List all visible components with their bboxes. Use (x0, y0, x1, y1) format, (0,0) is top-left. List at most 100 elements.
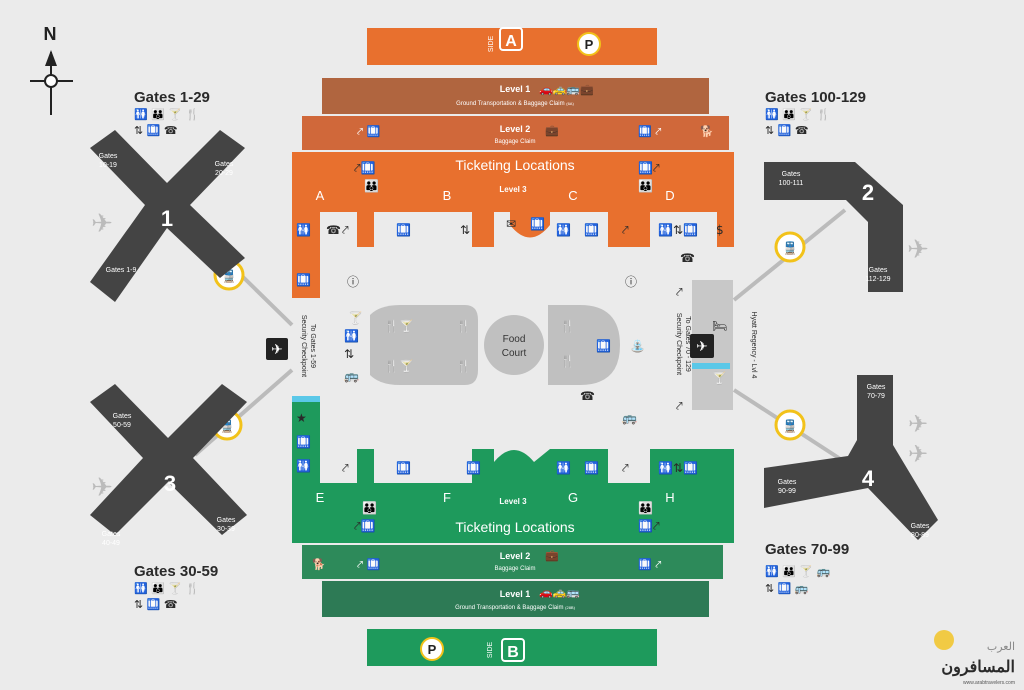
escalator-icon: ⤤ (622, 461, 629, 475)
top-ticketing-area[interactable] (292, 152, 734, 298)
baggage-icon: 🛄 (584, 223, 599, 237)
family-restroom-icon: 👪 (638, 501, 653, 515)
car-icon: 🚗🚕🚌 (539, 586, 580, 599)
svg-text:Gates: Gates (867, 384, 886, 391)
checkpoint-right-label-1: Security Checkpoint (675, 313, 682, 375)
baggage-icon: 🛄 ⤤ (638, 125, 661, 138)
watermark-arabic: العرب (987, 641, 1015, 653)
svg-text:P: P (428, 642, 437, 657)
amenities-icon: ⇅ 🛄 ☎ (765, 124, 809, 137)
center-atrium: Food Court 🍴🍸 🍴 🍴🍸 🍴 🍴 🍴 🛄 ⓘ ⓘ 🍸 🚻 ⇅ 🚌 ⛲… (344, 275, 645, 425)
car-icon: 🚗🚕🚌💼 (539, 83, 594, 96)
side-a-letter: A (505, 33, 517, 50)
dining-icon: 🍴 (456, 359, 471, 373)
counter-g[interactable]: G (568, 490, 578, 505)
food-court-right[interactable] (548, 305, 620, 385)
svg-text:Ground Transportation & Baggag: Ground Transportation & Baggage Claim (6… (456, 101, 574, 107)
pet-icon: 🐕 (312, 558, 326, 571)
escalator-icon: ⤤ 🛄 (357, 125, 381, 138)
amenities-icon: 🚻 👪 🍸 🍴 (134, 107, 199, 121)
counter-e[interactable]: E (316, 490, 325, 505)
bottom-level1-band[interactable] (322, 581, 709, 617)
counter-b[interactable]: B (443, 188, 452, 203)
counter-c[interactable]: C (568, 188, 577, 203)
svg-text:Gates: Gates (217, 517, 236, 524)
restroom-icon: 🚻 (296, 223, 311, 237)
top-level2-title: Level 2 (500, 124, 531, 134)
svg-text:P: P (585, 37, 594, 52)
side-a-parking[interactable]: SIDE A P (367, 27, 657, 65)
food-court-label-2: Court (502, 348, 527, 359)
counter-a[interactable]: A (316, 188, 325, 203)
departures-icon (690, 334, 714, 358)
parking-icon (577, 32, 601, 56)
food-court-left[interactable] (370, 305, 478, 385)
dining-icon: 🍴 (560, 319, 575, 333)
svg-text:70-79: 70-79 (867, 393, 885, 400)
concourse-2[interactable]: 2 Gates 100-111 Gates 112-129 ✈ (764, 162, 929, 292)
train-stop-4[interactable]: 🚆 (774, 409, 806, 441)
watermark-url: www.arabtravelers.com (963, 680, 1015, 686)
baggage-claim-icon: 💼 (545, 549, 559, 562)
escalator-icon: ⤤ (342, 223, 349, 237)
counter-f[interactable]: F (443, 490, 451, 505)
baggage-icon: 🛄 (530, 217, 545, 231)
bottom-level1-sub: Ground Transportation & Baggage Claim (455, 605, 563, 611)
food-court-center[interactable] (484, 315, 544, 375)
food-court-label-1: Food (503, 334, 526, 345)
concourse-1-title: Gates 1-29 (134, 89, 210, 106)
dining-icon: 🍴🍸 (384, 318, 414, 333)
restroom-icon: 🚻 (344, 329, 359, 343)
baggage-icon: 🛄 ⤤ (638, 558, 661, 571)
top-level1-sub: Ground Transportation & Baggage Claim (456, 101, 564, 107)
dining-icon: 🍴 (456, 319, 471, 333)
bottom-ticketing-label: Ticketing Locations (455, 519, 574, 535)
top-level2-band[interactable] (302, 116, 729, 150)
compass-arrow-icon (45, 50, 57, 66)
dining-icon: 🍴 (560, 354, 575, 368)
counter-h[interactable]: H (665, 490, 674, 505)
concourse-4[interactable]: 4 Gates 70-79 Gates 90-99 Gates 80-89 ✈ … (764, 375, 938, 540)
bottom-level2-title: Level 2 (500, 551, 531, 561)
svg-text:Gates: Gates (102, 531, 121, 538)
counter-d[interactable]: D (665, 188, 674, 203)
top-level1-band[interactable] (322, 78, 709, 114)
star-icon: ★ (296, 411, 307, 425)
top-level2-sub: Baggage Claim (494, 139, 535, 145)
baggage-claim-icon: 💼 (545, 124, 559, 137)
fountain-icon: ⛲ (630, 339, 645, 353)
concourse-3[interactable]: 3 Gates 50-59 Gates 30-39 Gates 40-49 ✈ (90, 384, 247, 547)
escalator-icon: ⤤ 🛄 (357, 558, 381, 571)
phone-icon: ☎ (680, 251, 695, 265)
train-stop-2[interactable]: 🚆 (774, 231, 806, 263)
svg-text:30-39: 30-39 (217, 526, 235, 533)
baggage-icon: 🛄 (466, 461, 481, 475)
escalator-icon: ⤤🛄 (354, 519, 376, 533)
escalator-icon: ⤤ (676, 399, 683, 413)
concourse-4-number: 4 (862, 466, 875, 491)
concourse-1[interactable]: 1 Gates 10-19 Gates 20-29 Gates 1-9 ✈ (90, 130, 245, 302)
concourse-3-number: 3 (164, 471, 176, 496)
elevator-icon: ⇅ (344, 347, 354, 361)
baggage-icon: 🛄 (596, 339, 611, 353)
phone-icon: ☎ (580, 389, 595, 403)
side-b-parking[interactable]: P SIDE B (367, 629, 657, 666)
svg-text:Gates: Gates (869, 267, 888, 274)
bottom-ticketing-area[interactable] (292, 396, 734, 543)
checkpoint-right: ✈ Security Checkpoint To Gates 70 - 129 … (675, 251, 757, 413)
svg-text:90-99: 90-99 (778, 488, 796, 495)
svg-text:Gates: Gates (99, 153, 118, 160)
watermark-logo: العرب المسافرون www.arabtravelers.com (934, 630, 1015, 686)
concourse-1-info: Gates 1-29 🚻 👪 🍸 🍴 ⇅ 🛄 ☎ (134, 89, 210, 137)
cocktail-icon: 🍸 (712, 370, 727, 385)
escalator-icon: ⤤ (342, 461, 349, 475)
departures-icon (266, 338, 288, 360)
baggage-icon: 🛄 (296, 435, 311, 449)
bottom-level2-band[interactable] (302, 545, 723, 579)
concourse-4-info: Gates 70-99 🚻 👪 🍸 🚌 ⇅ 🛄 🚌 (765, 541, 849, 595)
baggage-icon: 🛄⤤ (638, 519, 660, 533)
checkpoint-left-label-1: Security Checkpoint (300, 315, 307, 377)
train-icon: 🚆 (783, 419, 798, 433)
top-level1-title: Level 1 (500, 84, 531, 94)
concourse-4-title: Gates 70-99 (765, 541, 849, 558)
